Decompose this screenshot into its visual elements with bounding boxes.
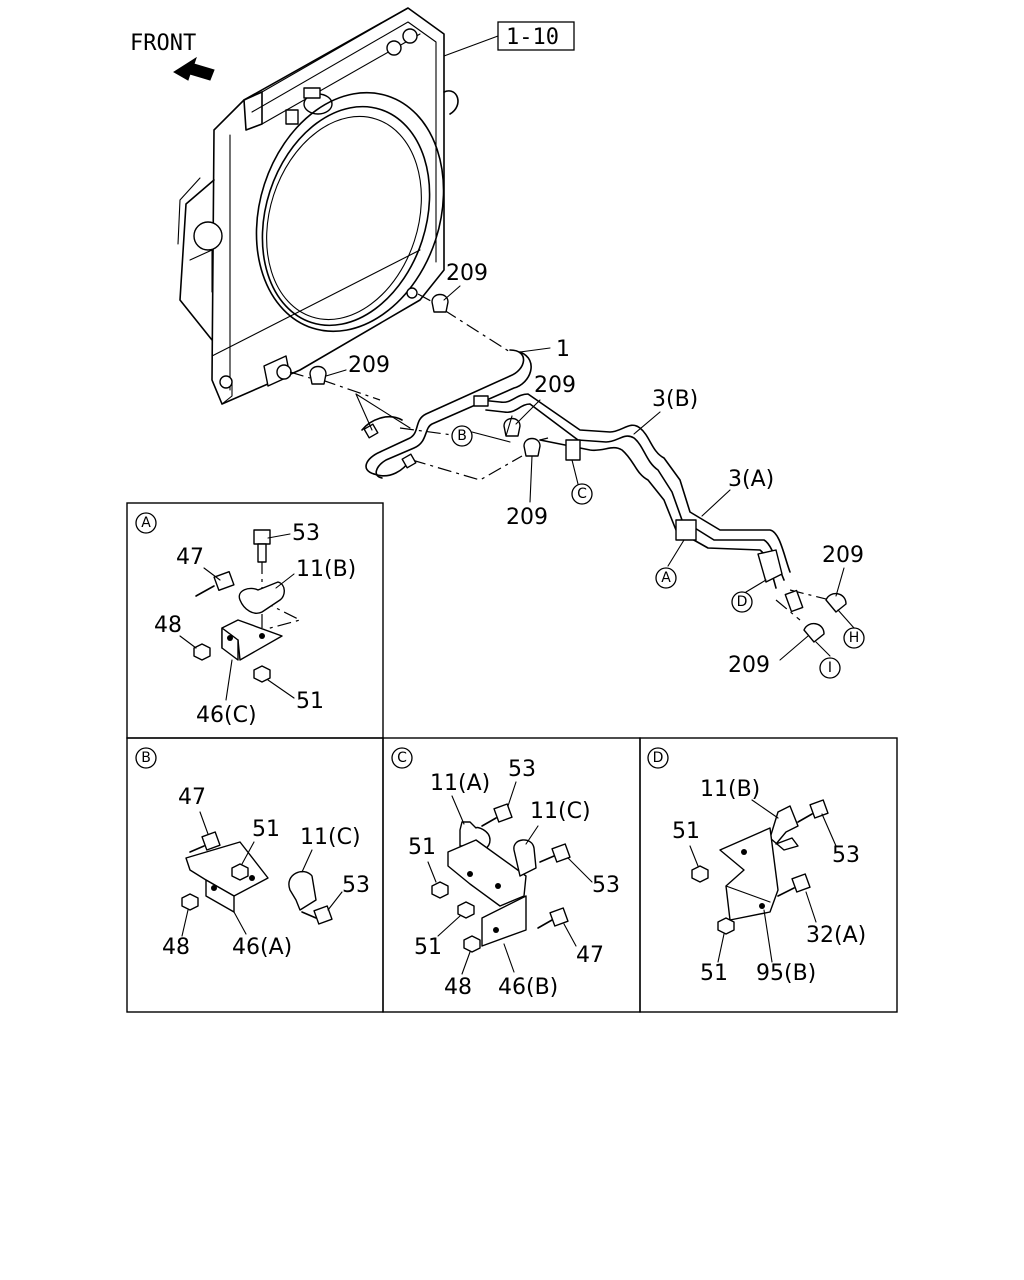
oil-pipes xyxy=(473,393,804,613)
svg-text:48: 48 xyxy=(154,613,182,638)
svg-text:46(C): 46(C) xyxy=(196,703,257,728)
label-3a: 3(A) xyxy=(728,467,774,492)
detail-panel-c: C 11(A) 53 11(C) 51 53 51 xyxy=(391,747,620,1000)
label-209-far: 209 xyxy=(822,543,864,568)
svg-text:53: 53 xyxy=(508,757,536,782)
svg-text:46(B): 46(B) xyxy=(498,975,558,1000)
detail-panel-frames xyxy=(126,502,898,1013)
callout-i-main: I xyxy=(819,657,841,679)
callout-d-main: D xyxy=(731,591,753,613)
svg-text:53: 53 xyxy=(592,873,620,898)
detail-panel-a: A 53 47 11(B) 48 51 46(C) xyxy=(135,512,356,728)
svg-text:11(C): 11(C) xyxy=(300,825,361,850)
hose-1 xyxy=(361,349,532,479)
end-clamps xyxy=(803,593,847,643)
front-label: FRONT xyxy=(130,31,196,56)
svg-text:B: B xyxy=(141,750,151,766)
svg-text:C: C xyxy=(577,486,587,502)
svg-text:32(A): 32(A) xyxy=(806,923,866,948)
hose-clamp-parts xyxy=(309,293,541,457)
svg-text:51: 51 xyxy=(672,819,700,844)
detail-panel-d: D 11(B) 51 53 32(A) 51 95(B) xyxy=(647,747,866,986)
svg-text:47: 47 xyxy=(176,545,204,570)
svg-text:1-10: 1-10 xyxy=(506,25,559,50)
svg-text:B: B xyxy=(457,428,467,444)
svg-text:95(B): 95(B) xyxy=(756,961,816,986)
svg-text:11(B): 11(B) xyxy=(296,557,356,582)
radiator-assembly xyxy=(177,7,459,405)
main-labels: 209 1 209 209 3(B) 3(A) 209 209 209 xyxy=(325,261,864,678)
label-1: 1 xyxy=(556,337,570,362)
svg-text:53: 53 xyxy=(832,843,860,868)
svg-text:51: 51 xyxy=(296,689,324,714)
svg-text:11(A): 11(A) xyxy=(430,771,490,796)
svg-text:C: C xyxy=(397,750,407,766)
svg-text:D: D xyxy=(737,594,748,610)
svg-text:48: 48 xyxy=(444,975,472,1000)
svg-text:47: 47 xyxy=(178,785,206,810)
svg-text:51: 51 xyxy=(414,935,442,960)
detail-panel-b: B 47 51 11(C) 53 48 46(A) xyxy=(135,747,370,960)
label-209-mid: 209 xyxy=(348,353,390,378)
label-3b: 3(B) xyxy=(652,387,698,412)
label-209-bottom: 209 xyxy=(728,653,770,678)
reference-box: 1-10 xyxy=(443,21,575,57)
svg-text:D: D xyxy=(653,750,664,766)
label-209-low: 209 xyxy=(506,505,548,530)
callout-a-main: A xyxy=(655,567,677,589)
svg-text:51: 51 xyxy=(408,835,436,860)
svg-text:A: A xyxy=(141,515,151,531)
svg-text:I: I xyxy=(828,660,832,676)
callout-c-main: C xyxy=(571,483,593,505)
svg-text:47: 47 xyxy=(576,943,604,968)
svg-text:53: 53 xyxy=(292,521,320,546)
callout-h-main: H xyxy=(843,627,865,649)
svg-text:51: 51 xyxy=(700,961,728,986)
front-arrow-icon xyxy=(173,56,215,81)
label-209-top: 209 xyxy=(446,261,488,286)
svg-text:11(B): 11(B) xyxy=(700,777,760,802)
svg-text:53: 53 xyxy=(342,873,370,898)
svg-text:46(A): 46(A) xyxy=(232,935,292,960)
callout-b-main: B xyxy=(451,425,473,447)
svg-text:11(C): 11(C) xyxy=(530,799,591,824)
svg-text:A: A xyxy=(661,570,671,586)
svg-text:H: H xyxy=(849,630,860,646)
label-209-right: 209 xyxy=(534,373,576,398)
svg-text:51: 51 xyxy=(252,817,280,842)
svg-text:48: 48 xyxy=(162,935,190,960)
